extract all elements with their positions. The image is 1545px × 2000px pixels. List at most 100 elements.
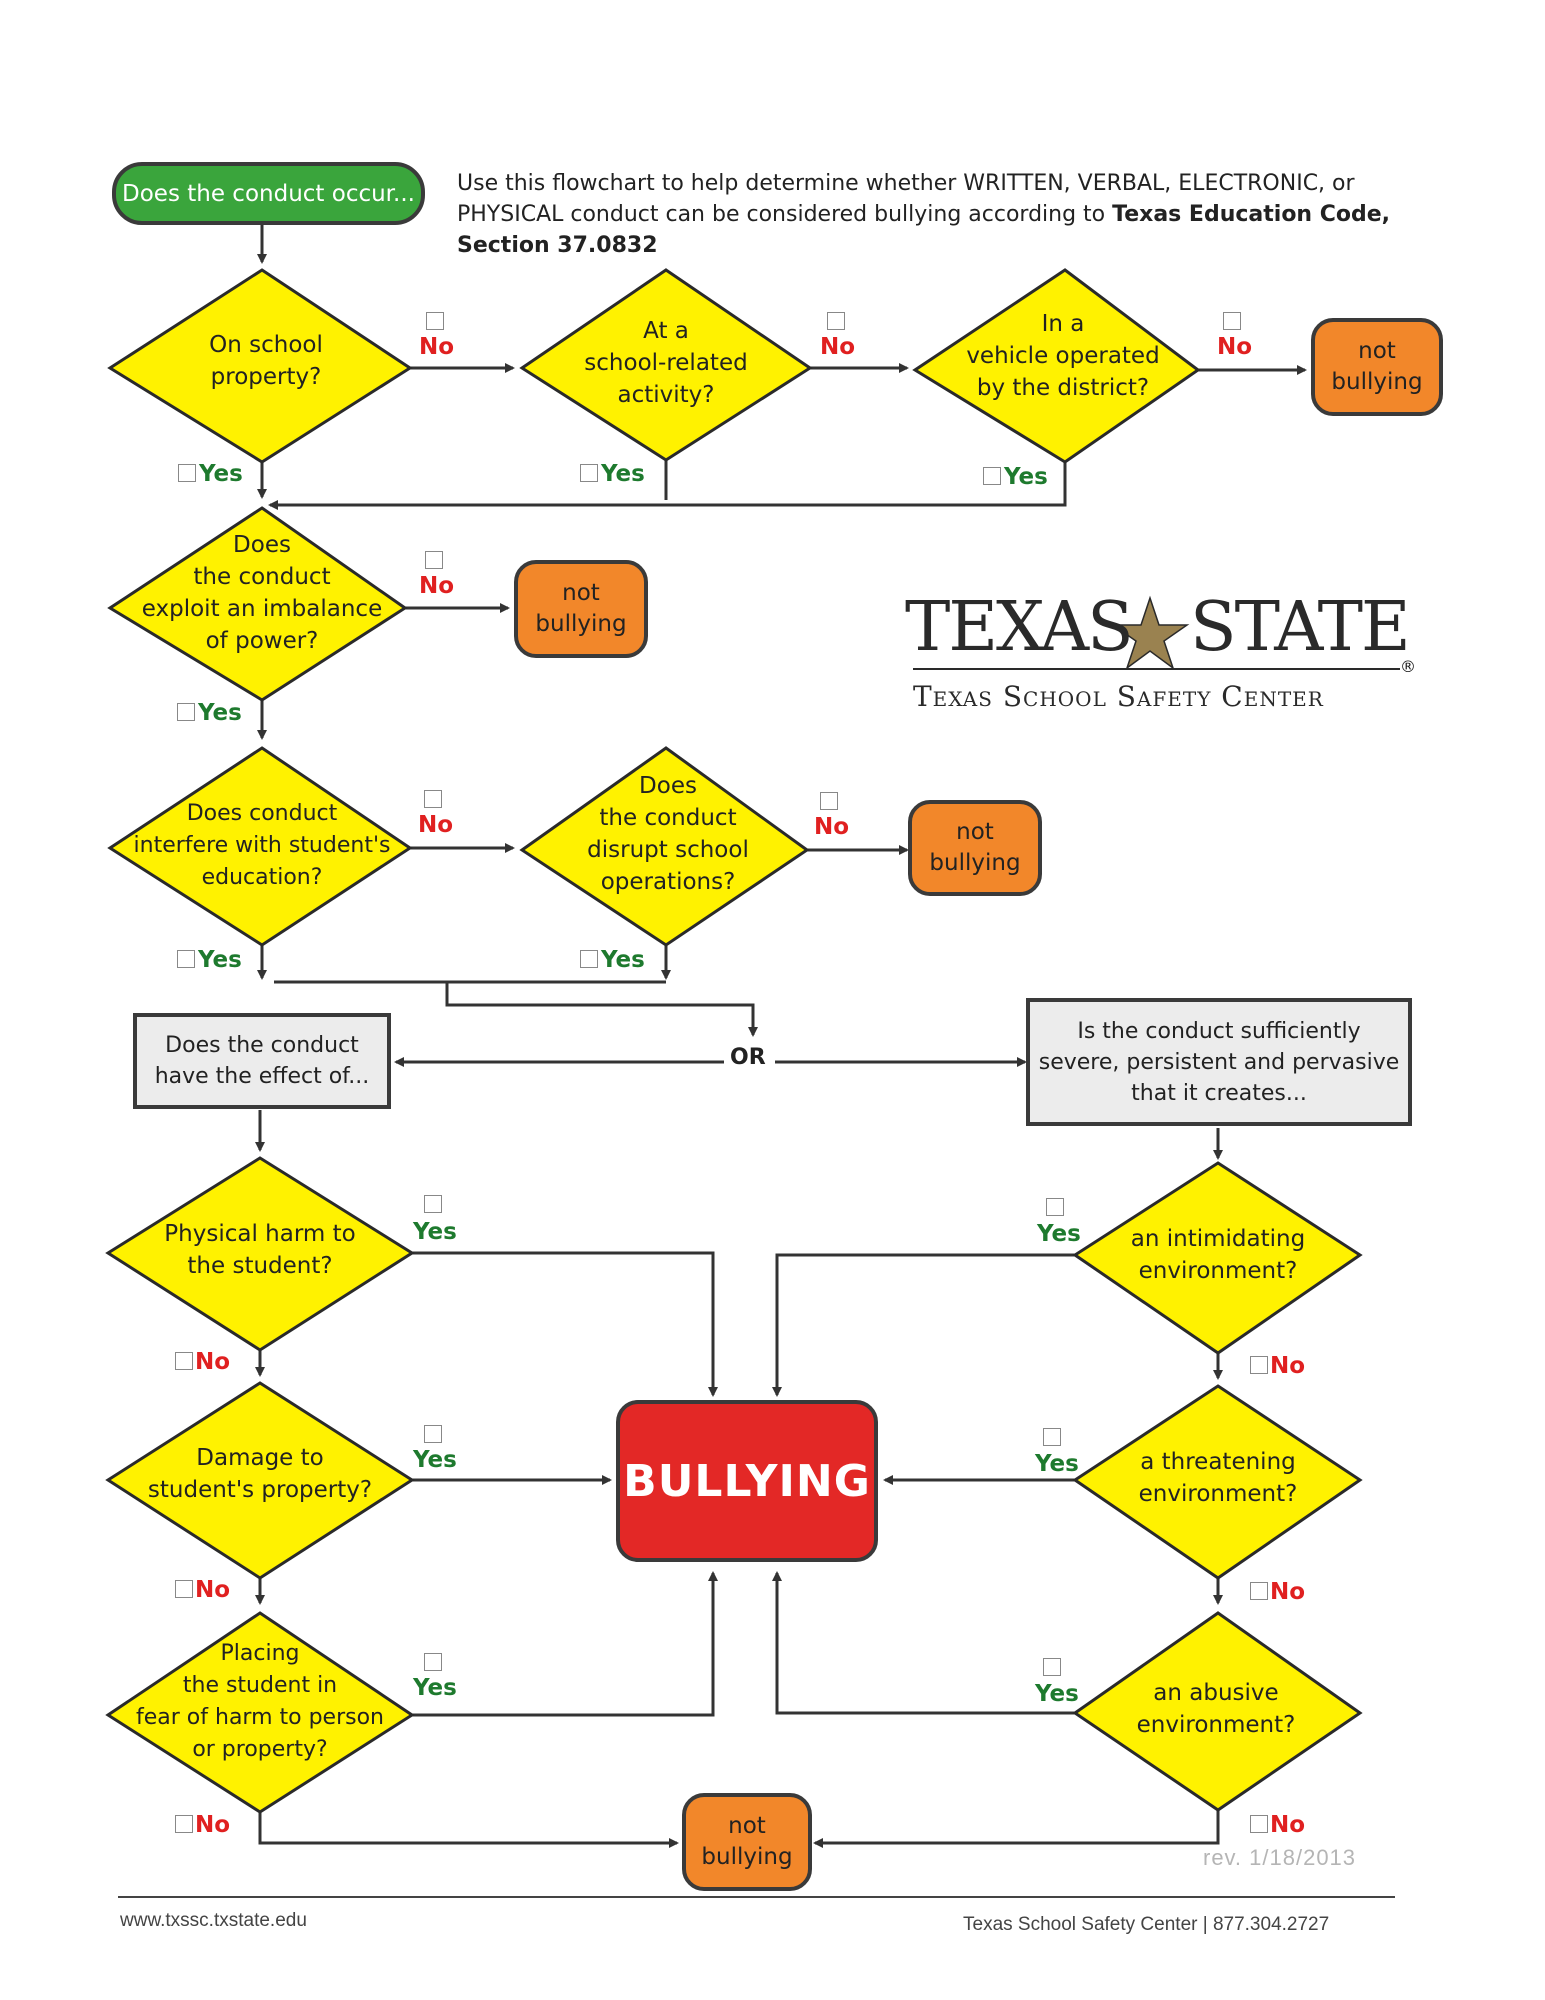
no-label: No [820, 334, 856, 360]
checkbox[interactable] [424, 1425, 442, 1443]
checkbox[interactable] [425, 551, 443, 569]
no-label: No [1217, 334, 1253, 360]
checkbox[interactable] [1043, 1428, 1061, 1446]
start-terminal: Does the conduct occur... [112, 162, 425, 225]
footer-contact: Texas School Safety Center | 877.304.272… [963, 1914, 1330, 1935]
no-label: No [419, 573, 455, 599]
q-vehicle: In a vehicle operated by the district? [966, 311, 1160, 401]
checkbox[interactable] [983, 467, 1001, 485]
intro-body: Use this flowchart to help determine whe… [457, 171, 1355, 227]
no-label: No [195, 1349, 231, 1375]
checkbox[interactable] [175, 1815, 193, 1833]
arrow-no-fear [258, 1812, 679, 1848]
not-bullying-3: not bullying [908, 800, 1042, 896]
diamond-vehicle [912, 268, 1201, 464]
arrow-no-abusive [813, 1810, 1220, 1848]
not-bullying-2: not bullying [514, 560, 648, 658]
no-label: No [419, 334, 455, 360]
not-bullying-4: not bullying [682, 1793, 812, 1891]
q-interfere: Does conduct interfere with student's ed… [133, 801, 391, 890]
checkbox[interactable] [580, 950, 598, 968]
diamond-abusive [1072, 1611, 1363, 1812]
diamond-disrupt [519, 746, 810, 947]
diamond-damage [105, 1381, 415, 1580]
checkbox[interactable] [175, 1580, 193, 1598]
footer-website: www.txssc.txstate.edu [120, 1910, 307, 1931]
logo-registered: ® [1400, 657, 1416, 676]
q-disrupt: Does the conduct disrupt school operatio… [587, 773, 749, 895]
yes-label: Yes [413, 1219, 457, 1245]
no-label: No [1270, 1353, 1306, 1379]
not-bullying-1: not bullying [1311, 318, 1443, 416]
diamond-fear [105, 1611, 415, 1814]
q-damage: Damage to student's property? [147, 1445, 373, 1503]
intro-code: Texas Education Code, Section 37.0832 [457, 202, 1391, 258]
diamond-school-activity [519, 268, 813, 462]
diamond-intimidating [1072, 1161, 1363, 1355]
diamond-threatening [1072, 1384, 1363, 1580]
yes-label: Yes [1037, 1221, 1081, 1247]
checkbox[interactable] [1250, 1356, 1268, 1374]
checkbox[interactable] [424, 1195, 442, 1213]
arrow-yes-intimidating [772, 1253, 1075, 1397]
severe-box: Is the conduct sufficiently severe, pers… [1026, 998, 1412, 1126]
yes-label: Yes [1035, 1451, 1079, 1477]
yes-label: Yes [601, 461, 645, 487]
checkbox[interactable] [820, 792, 838, 810]
q-threatening: a threatening environment? [1138, 1449, 1298, 1507]
no-label: No [1270, 1812, 1306, 1838]
line-yes-3 [268, 462, 1067, 510]
yes-label: Yes [198, 947, 242, 973]
or-label: OR [724, 1045, 772, 1070]
yes-label: Yes [198, 700, 242, 726]
effect-box: Does the conduct have the effect of... [133, 1013, 391, 1109]
checkbox[interactable] [178, 464, 196, 482]
yes-label: Yes [601, 947, 645, 973]
checkbox[interactable] [580, 464, 598, 482]
logo-subtitle: Texas School Safety Center [913, 680, 1324, 713]
no-label: No [814, 814, 850, 840]
checkbox[interactable] [426, 312, 444, 330]
bullying-terminal: BULLYING [616, 1400, 878, 1562]
checkbox[interactable] [424, 1653, 442, 1671]
checkbox[interactable] [1250, 1582, 1268, 1600]
checkbox[interactable] [1043, 1658, 1061, 1676]
logo-star-icon [1110, 595, 1190, 671]
logo-word-texas: TEXAS [905, 588, 1134, 667]
no-label: No [1270, 1579, 1306, 1605]
arrow-yes-abusive [772, 1571, 1075, 1715]
checkbox[interactable] [177, 950, 195, 968]
checkbox[interactable] [1046, 1198, 1064, 1216]
q-abusive: an abusive environment? [1136, 1680, 1296, 1738]
diamond-school-property [107, 268, 413, 464]
no-label: No [195, 1812, 231, 1838]
checkbox[interactable] [175, 1352, 193, 1370]
yes-label: Yes [413, 1447, 457, 1473]
arrow-yes-fear [412, 1571, 718, 1717]
q-intimidating: an intimidating environment? [1130, 1226, 1306, 1284]
q-school-activity: At a school-related activity? [584, 318, 748, 408]
q-school-property: On school property? [209, 332, 323, 390]
yes-label: Yes [413, 1675, 457, 1701]
intro-text: Use this flowchart to help determine whe… [457, 168, 1457, 261]
q-physical-harm: Physical harm to the student? [164, 1221, 356, 1279]
q-fear: Placing the student in fear of harm to p… [136, 1641, 384, 1762]
checkbox[interactable] [1223, 312, 1241, 330]
checkbox[interactable] [1250, 1815, 1268, 1833]
q-imbalance: Does the conduct exploit an imbalance of… [141, 532, 383, 654]
checkbox[interactable] [424, 790, 442, 808]
logo-word-state: STATE [1190, 588, 1411, 667]
checkbox[interactable] [177, 703, 195, 721]
yes-label: Yes [1035, 1681, 1079, 1707]
diamond-interfere [107, 746, 413, 947]
checkbox[interactable] [827, 312, 845, 330]
diamond-physical-harm [105, 1156, 415, 1352]
revision-date: rev. 1/18/2013 [1203, 1845, 1357, 1870]
no-label: No [418, 812, 454, 838]
diamond-imbalance [107, 506, 408, 702]
no-label: No [195, 1577, 231, 1603]
arrow-yes-physical [412, 1251, 718, 1397]
yes-label: Yes [199, 461, 243, 487]
yes-label: Yes [1004, 464, 1048, 490]
